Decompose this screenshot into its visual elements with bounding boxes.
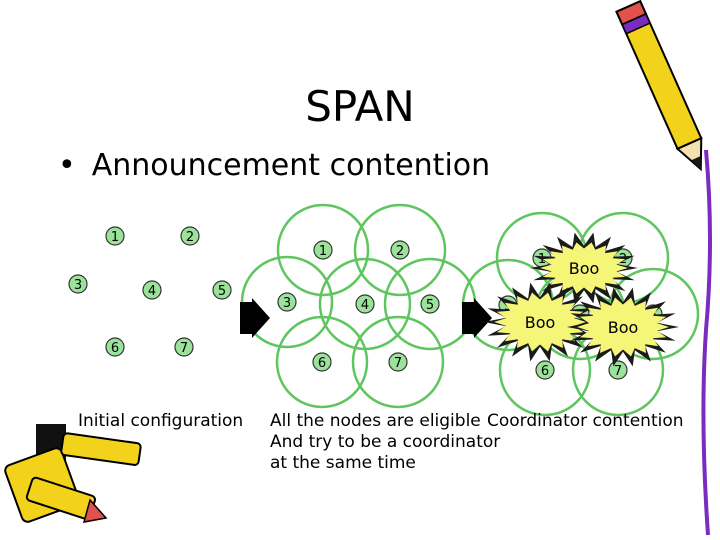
arrow-right-icon	[462, 298, 492, 338]
pencil-cup-icon	[4, 424, 142, 523]
node-marker	[180, 226, 200, 246]
node-p2-3: 3	[277, 292, 297, 312]
range-circle	[351, 315, 445, 409]
node-label: 1	[111, 230, 119, 245]
slide-title: SPAN	[305, 82, 415, 131]
bullet-text: Announcement contention	[91, 148, 491, 183]
node-marker	[142, 280, 162, 300]
caption-line: Coordinator contention	[487, 411, 684, 431]
node-marker	[390, 240, 410, 260]
node-marker	[212, 280, 232, 300]
node-marker	[388, 352, 408, 372]
node-marker	[420, 294, 440, 314]
node-p1-7: 7	[174, 337, 194, 357]
caption-initial: Initial configuration	[78, 411, 243, 432]
node-p2-2: 2	[390, 240, 410, 260]
node-marker	[105, 337, 125, 357]
panel-2-range-circles	[240, 203, 477, 409]
node-p1-4: 4	[142, 280, 162, 300]
node-p2-4: 4	[355, 294, 375, 314]
caption-line: And try to be a coordinator	[270, 432, 501, 452]
node-label: 3	[74, 278, 82, 293]
node-marker	[68, 274, 88, 294]
node-p1-2: 2	[180, 226, 200, 246]
node-label: 2	[396, 244, 404, 259]
range-circle	[353, 203, 447, 297]
node-label: 7	[614, 364, 622, 379]
caption-contention: Coordinator contention	[487, 411, 684, 432]
node-marker	[174, 337, 194, 357]
bullet-item: • Announcement contention	[58, 148, 490, 183]
node-marker	[312, 352, 332, 372]
node-p1-1: 1	[105, 226, 125, 246]
range-circle	[275, 315, 369, 409]
node-label: 3	[283, 296, 291, 311]
node-label: 4	[361, 298, 369, 313]
pencil-icon	[615, 0, 703, 172]
node-p3-6: 6	[535, 360, 555, 380]
node-label: 2	[186, 230, 194, 245]
node-marker	[313, 240, 333, 260]
node-marker	[355, 294, 375, 314]
caption-line: All the nodes are eligible	[270, 411, 481, 431]
node-marker	[105, 226, 125, 246]
range-circle	[276, 203, 370, 297]
burst-label: Boo	[569, 259, 600, 278]
side-stripe	[701, 149, 712, 536]
node-label: 5	[426, 298, 434, 313]
node-label: 1	[319, 244, 327, 259]
node-p2-1: 1	[313, 240, 333, 260]
node-marker	[535, 360, 555, 380]
node-label: 5	[218, 284, 226, 299]
starburst-icon: Boo	[530, 232, 638, 304]
burst-label: Boo	[608, 318, 639, 337]
bullet-dot: •	[58, 148, 76, 183]
node-p1-5: 5	[212, 280, 232, 300]
caption-eligible: All the nodes are eligible And try to be…	[270, 411, 500, 474]
burst-label: Boo	[525, 313, 556, 332]
starburst-icon: Boo	[567, 287, 679, 367]
node-label: 6	[541, 364, 549, 379]
node-label: 7	[180, 341, 188, 356]
node-label: 6	[318, 356, 326, 371]
node-marker	[277, 292, 297, 312]
node-label: 4	[148, 284, 156, 299]
node-p1-6: 6	[105, 337, 125, 357]
arrow-right-icon	[240, 298, 270, 338]
node-p2-7: 7	[388, 352, 408, 372]
node-label: 6	[111, 341, 119, 356]
node-p1-3: 3	[68, 274, 88, 294]
node-p2-5: 5	[420, 294, 440, 314]
starburst-icon: Boo	[484, 282, 596, 362]
caption-line: at the same time	[270, 453, 416, 473]
caption-line: Initial configuration	[78, 411, 244, 431]
node-p2-6: 6	[312, 352, 332, 372]
node-p3-7: 7	[608, 360, 628, 380]
node-label: 7	[394, 356, 402, 371]
